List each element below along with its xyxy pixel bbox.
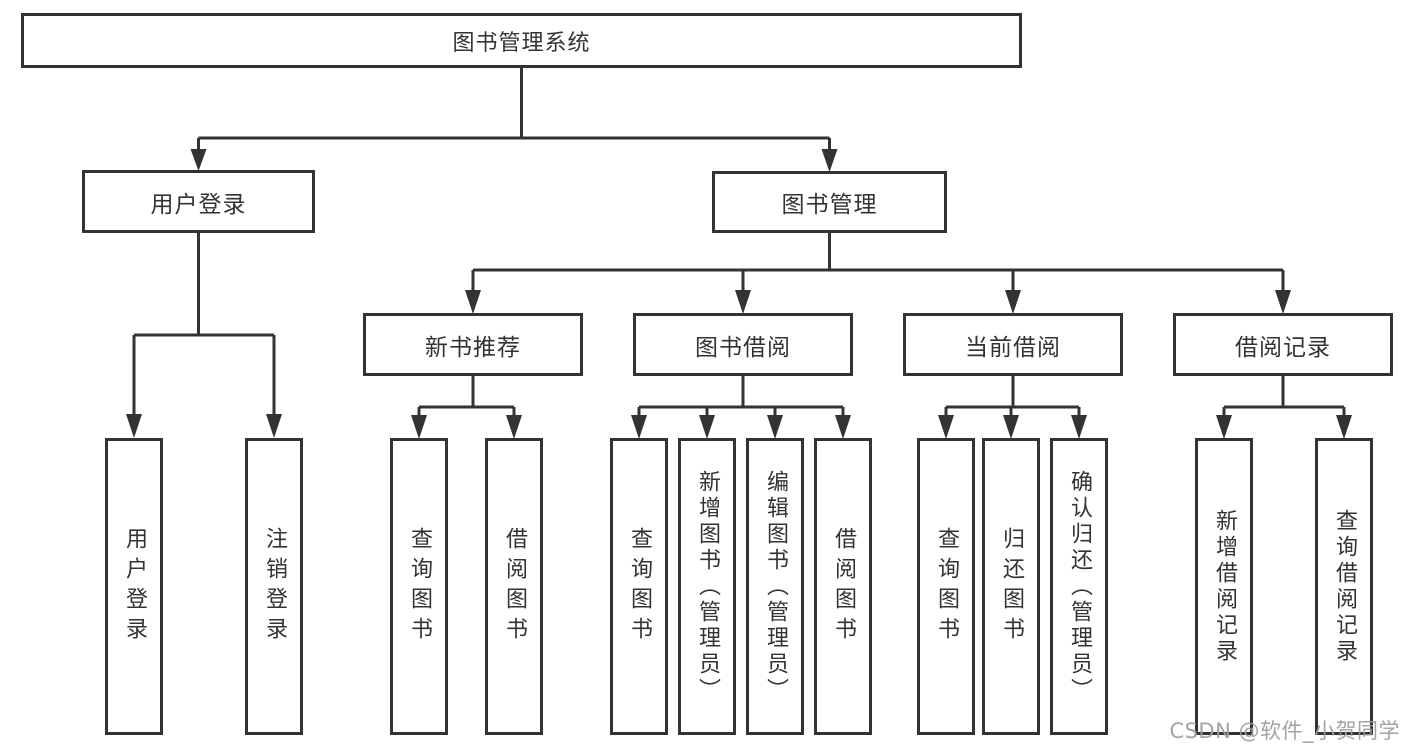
leaf-query-borrow-record: 查询借阅记录 [1315,438,1373,735]
node-new-book-recommendation: 新书推荐 [363,313,583,376]
leaf-label: 查询图书 [934,526,959,647]
leaf-logout: 注销登录 [245,438,303,735]
node-book-management: 图书管理 [712,171,947,233]
node-borrowing-records: 借阅记录 [1173,313,1393,376]
node-label: 图书借阅 [695,334,791,361]
node-label: 当前借阅 [965,334,1061,361]
leaf-borrow-books-recommend: 借阅图书 [485,438,543,735]
leaf-query-books-recommend: 查询图书 [390,438,448,735]
leaf-label: 查询图书 [627,526,652,647]
leaf-user-login: 用户登录 [105,438,163,735]
leaf-label: 编辑图书（管理员） [763,469,788,704]
leaf-label: 确认归还（管理员） [1067,469,1092,704]
connector-paths [132,68,1346,418]
leaf-add-borrow-record: 新增借阅记录 [1195,438,1253,735]
leaf-return-book: 归还图书 [982,438,1040,735]
node-label: 借阅记录 [1235,334,1331,361]
node-current-borrowing: 当前借阅 [903,313,1123,376]
node-library-management-system: 图书管理系统 [21,13,1022,68]
node-user-login: 用户登录 [82,170,315,233]
leaf-label: 注销登录 [262,526,287,647]
leaf-query-books-borrow: 查询图书 [610,438,668,735]
node-label: 图书管理系统 [452,30,591,56]
leaf-label: 新增借阅记录 [1212,508,1237,665]
leaf-label: 归还图书 [999,526,1024,647]
connector-arrowheads [126,149,1352,439]
node-label: 新书推荐 [425,334,521,361]
node-label: 用户登录 [150,191,247,218]
leaf-confirm-return-admin: 确认归还（管理员） [1050,438,1108,735]
leaf-add-book-admin: 新增图书（管理员） [678,438,736,735]
node-label: 图书管理 [781,192,878,218]
leaf-label: 新增图书（管理员） [695,469,720,704]
csdn-watermark: CSDN @软件_小贺同学 [1169,719,1400,743]
leaf-edit-book-admin: 编辑图书（管理员） [746,438,804,735]
leaf-label: 用户登录 [122,526,147,647]
leaf-borrow-books: 借阅图书 [814,438,872,735]
leaf-label: 借阅图书 [831,526,856,647]
node-book-borrowing: 图书借阅 [633,313,853,376]
leaf-query-books-current: 查询图书 [917,438,975,735]
leaf-label: 查询图书 [407,526,432,647]
leaf-label: 查询借阅记录 [1332,508,1357,665]
leaf-label: 借阅图书 [502,526,527,647]
